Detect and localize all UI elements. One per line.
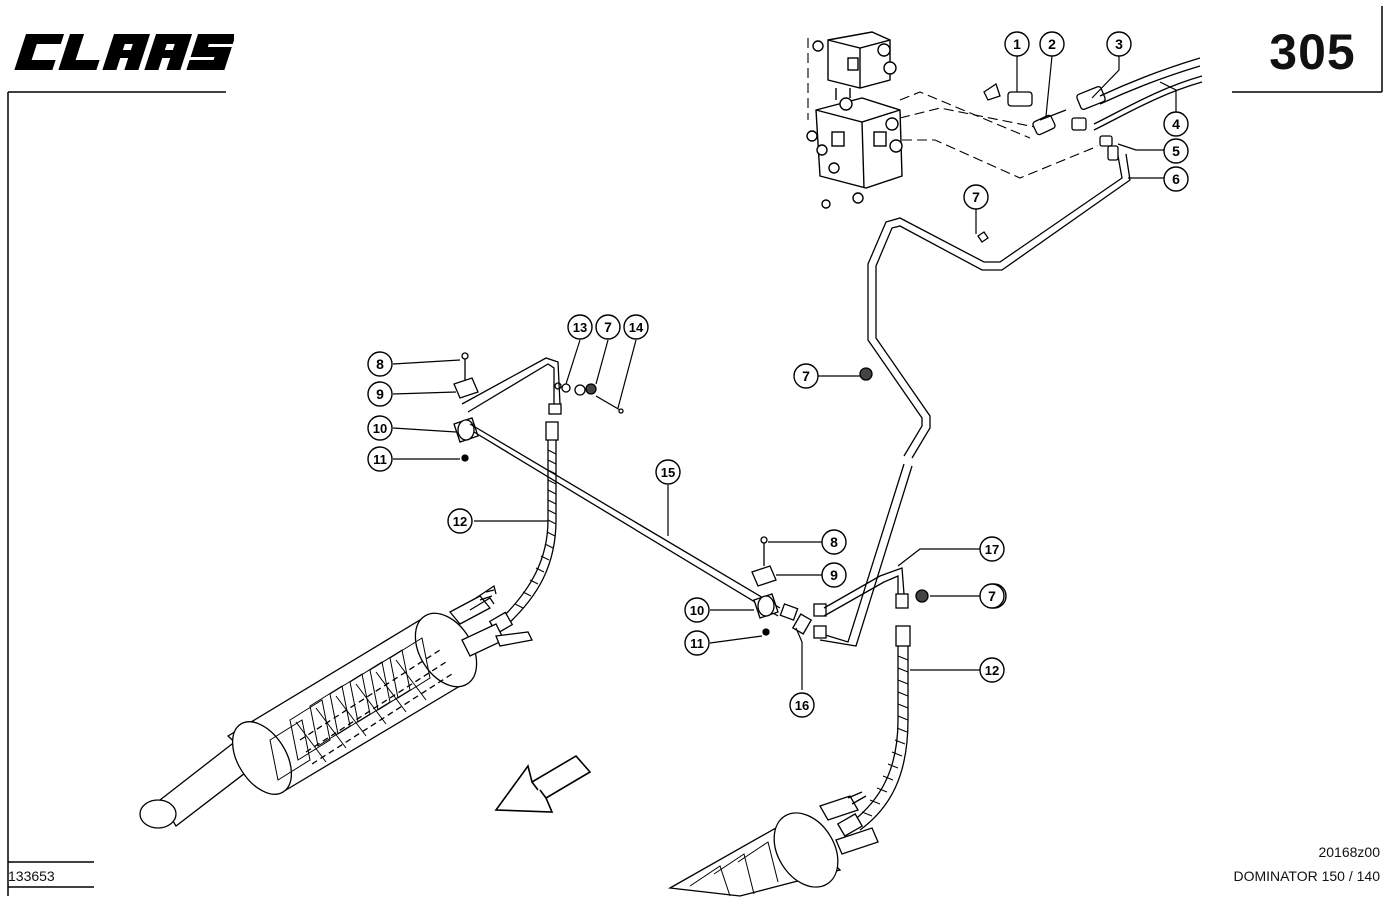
pipe-15 bbox=[461, 357, 781, 617]
callout-circle bbox=[684, 630, 710, 656]
callout-circle bbox=[821, 529, 847, 555]
cylinder-right bbox=[667, 791, 879, 897]
callout-circle bbox=[1163, 111, 1189, 137]
pipe-6 bbox=[819, 153, 1131, 647]
document-number: 133653 bbox=[8, 868, 55, 884]
callout-leaders bbox=[392, 55, 1177, 690]
frame-lines bbox=[7, 6, 1383, 896]
callout-number-3: 3 bbox=[1115, 36, 1123, 52]
cylinder-left bbox=[139, 584, 533, 829]
callout-circle bbox=[963, 184, 989, 210]
callout-circle bbox=[367, 381, 393, 407]
callout-circle bbox=[623, 314, 649, 340]
claas-logo bbox=[14, 34, 234, 70]
callout-circle bbox=[367, 351, 393, 377]
callout-number-11: 11 bbox=[373, 452, 387, 467]
hose-3-4 bbox=[1093, 57, 1203, 131]
travel-direction-arrow bbox=[494, 754, 592, 813]
hose-12-left bbox=[488, 421, 559, 635]
callout-number-9: 9 bbox=[830, 567, 838, 583]
callout-number-10: 10 bbox=[690, 603, 704, 618]
control-valve-block bbox=[806, 31, 903, 209]
callout-circle bbox=[684, 597, 710, 623]
clip-items-7 bbox=[585, 367, 929, 603]
callout-number-4: 4 bbox=[1172, 116, 1180, 132]
callout-number-7: 7 bbox=[988, 588, 996, 604]
callout-circle bbox=[793, 363, 819, 389]
page-number: 305 bbox=[1269, 24, 1356, 80]
valve-dashed-leaders bbox=[807, 38, 1099, 179]
callout-number-13: 13 bbox=[573, 320, 587, 335]
callout-circle bbox=[595, 314, 621, 340]
callout-number-12: 12 bbox=[453, 514, 467, 529]
machine-model: DOMINATOR 150 / 140 bbox=[1233, 868, 1380, 884]
callout-circle bbox=[1106, 31, 1132, 57]
drawing-number: 20168z00 bbox=[1318, 844, 1380, 860]
callout-circle bbox=[979, 583, 1005, 609]
callout-circle bbox=[447, 508, 473, 534]
callout-circle bbox=[979, 657, 1005, 683]
callout-number-9: 9 bbox=[376, 386, 384, 402]
callout-number-10: 10 bbox=[373, 421, 387, 436]
callout-labels: 1234567778910111213714158910111617712 bbox=[367, 31, 1189, 718]
callout-circle bbox=[367, 415, 393, 441]
callout-circle bbox=[1004, 31, 1030, 57]
callout-number-15: 15 bbox=[661, 465, 675, 480]
callout-number-16: 16 bbox=[795, 698, 809, 713]
callout-number-1: 1 bbox=[1013, 36, 1021, 52]
fittings-1-2-3 bbox=[977, 82, 1119, 243]
callout-circle bbox=[789, 692, 815, 718]
callout-number-12: 12 bbox=[985, 663, 999, 678]
callout-circle bbox=[1163, 138, 1189, 164]
callout-circle bbox=[1163, 166, 1189, 192]
callout-number-7: 7 bbox=[802, 368, 810, 384]
callout-circle bbox=[821, 562, 847, 588]
pipe-17 bbox=[823, 567, 909, 617]
callout-number-11: 11 bbox=[690, 636, 704, 651]
callout-number-14: 14 bbox=[629, 320, 644, 335]
right-bracket-assembly bbox=[751, 536, 827, 639]
callout-circle bbox=[367, 446, 393, 472]
callout-number-8: 8 bbox=[830, 534, 838, 550]
callout-number-6: 6 bbox=[1172, 171, 1180, 187]
left-bracket-assembly bbox=[453, 352, 624, 462]
callout-circle bbox=[655, 459, 681, 485]
callout-number-7: 7 bbox=[604, 319, 612, 335]
callout-number-5: 5 bbox=[1172, 143, 1180, 159]
callout-circle bbox=[1039, 31, 1065, 57]
callout-number-2: 2 bbox=[1048, 36, 1056, 52]
callout-circle bbox=[567, 314, 593, 340]
callout-circle bbox=[979, 536, 1005, 562]
hose-12-right bbox=[836, 625, 911, 837]
callout-number-8: 8 bbox=[376, 356, 384, 372]
callout-number-17: 17 bbox=[985, 542, 999, 557]
callout-number-7: 7 bbox=[972, 189, 980, 205]
